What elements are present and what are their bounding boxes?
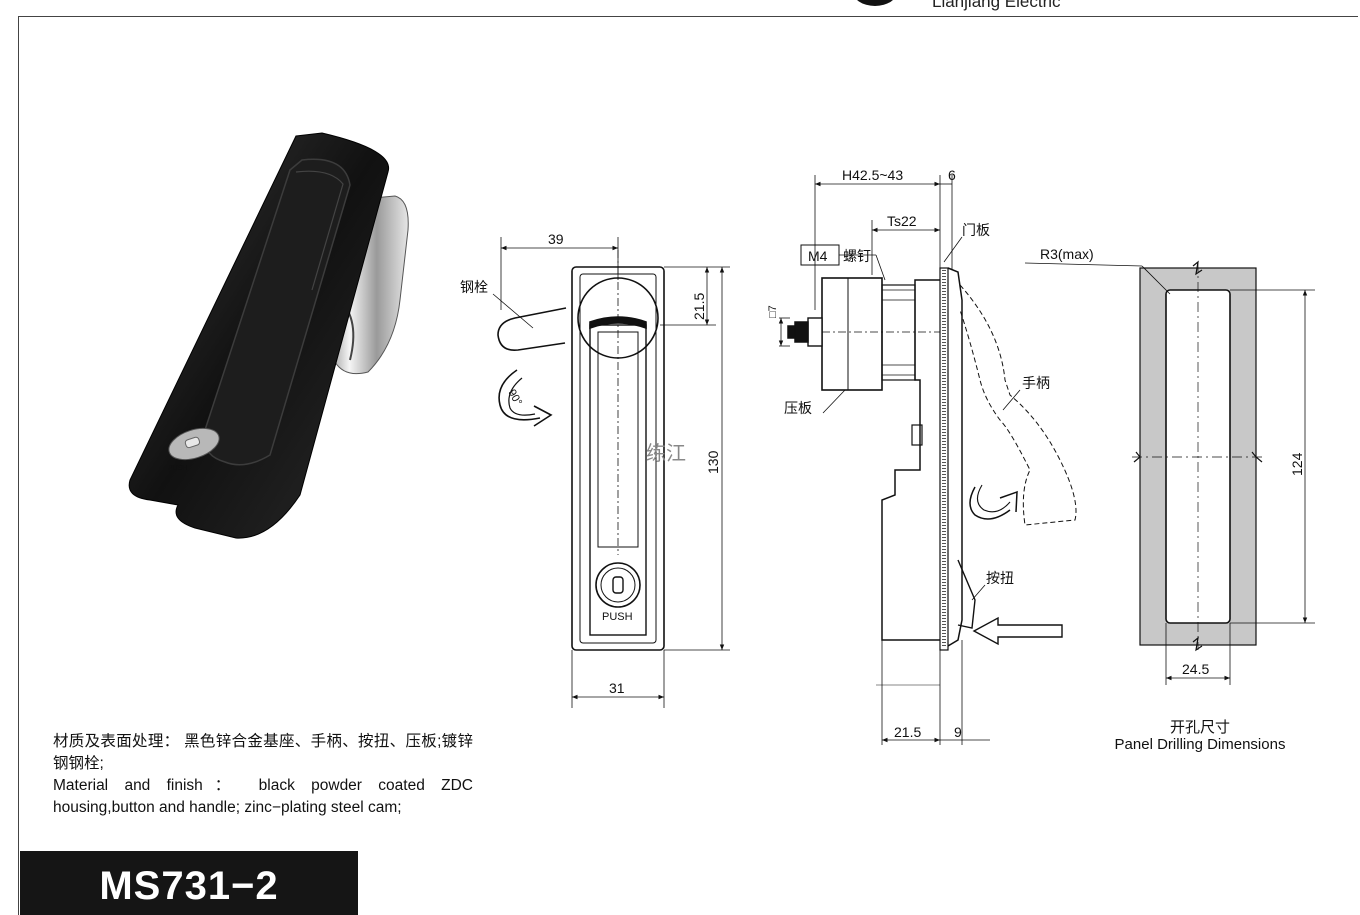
- photo-push-text: PUSH: [168, 465, 187, 472]
- dim-height-total: 130: [705, 450, 721, 474]
- screw: [807, 317, 823, 347]
- label-button: 按扭: [986, 570, 1014, 586]
- dim-top-offset: 21.5: [691, 293, 707, 320]
- dim-radius: R3(max): [1040, 246, 1094, 262]
- dim-thread: Ts22: [887, 213, 917, 229]
- side-button: [957, 559, 976, 629]
- pressure-plate: [821, 277, 883, 391]
- product-photo: PUSH: [128, 132, 409, 539]
- brand-logo: [852, 0, 898, 6]
- label-cam: 钢栓: [460, 279, 488, 295]
- description-en: Material and finish： black powder coated…: [53, 777, 473, 816]
- dim-square: □7: [767, 305, 779, 318]
- brand-subtitle: Lianjiang Electric: [932, 0, 1061, 11]
- dim-depth-right: 6: [948, 167, 956, 183]
- dim-bottom-right: 9: [954, 724, 962, 740]
- cutout-labels: R3(max) 124 24.5: [1040, 246, 1305, 677]
- label-plate: 压板: [784, 400, 812, 416]
- dim-width-bottom: 31: [609, 680, 625, 696]
- dim-width-top: 39: [548, 231, 564, 247]
- dim-bottom-left: 21.5: [894, 724, 921, 740]
- front-push-text: PUSH: [602, 611, 633, 623]
- label-screw: 螺钉: [843, 248, 871, 264]
- dim-cutout-height: 124: [1289, 452, 1305, 476]
- front-view: [492, 237, 730, 708]
- door-panel: [939, 267, 949, 651]
- cutout-caption-cn: 开孔尺寸: [1169, 719, 1230, 736]
- watermark: 练江: [646, 441, 686, 465]
- dim-depth: H42.5~43: [842, 167, 903, 183]
- label-rotation: 90°: [505, 388, 524, 408]
- panel-cutout: [1024, 260, 1315, 685]
- side-view: [778, 175, 1077, 745]
- front-key-cylinder: [595, 562, 641, 608]
- drawing-frame: [18, 16, 1358, 915]
- description-cn: 材质及表面处理： 黑色锌合金基座、手柄、按扭、压板;镀锌钢钢栓;: [53, 733, 473, 772]
- label-door: 门板: [962, 222, 990, 238]
- model-label: MS731−2: [20, 851, 358, 915]
- cutout-caption-en: Panel Drilling Dimensions: [1114, 736, 1286, 753]
- cutout-caption: 开孔尺寸 Panel Drilling Dimensions: [1090, 719, 1310, 753]
- dim-cutout-width: 24.5: [1182, 661, 1209, 677]
- side-view-labels: H42.5~43 6 Ts22 M4 螺钉 门板 □7 压板 手柄 按扭 21.…: [767, 167, 1050, 740]
- material-description: 材质及表面处理： 黑色锌合金基座、手柄、按扭、压板;镀锌钢钢栓; Materia…: [53, 731, 473, 819]
- label-screw-size: M4: [808, 248, 828, 264]
- label-handle: 手柄: [1022, 375, 1050, 391]
- front-cam: [497, 307, 567, 352]
